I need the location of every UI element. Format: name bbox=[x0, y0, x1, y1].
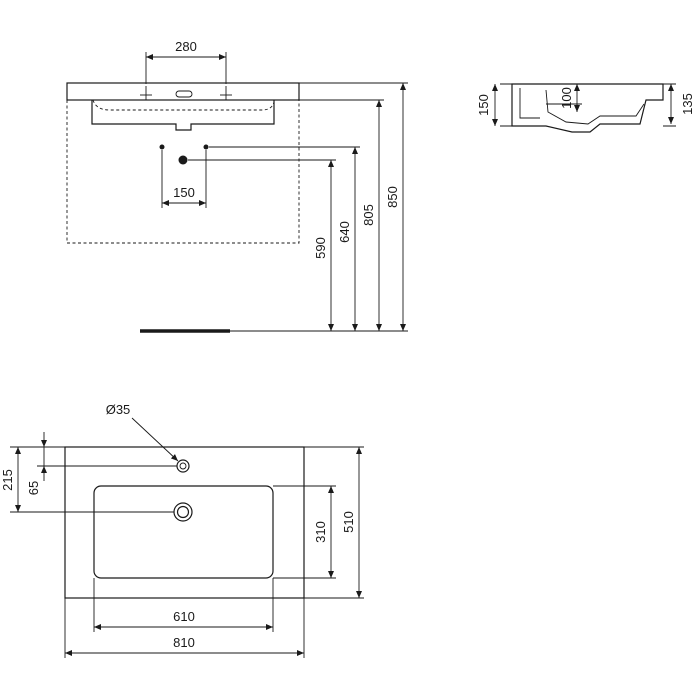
dim-label-805: 805 bbox=[361, 204, 376, 226]
dim-label-310: 310 bbox=[313, 521, 328, 543]
supply-point-right bbox=[203, 144, 209, 150]
front-elevation-view: 280 150 590 640 805 850 bbox=[66, 39, 408, 333]
dim-label-diameter: Ø35 bbox=[106, 402, 131, 417]
side-inner-bowl bbox=[519, 88, 645, 125]
dim-label-850: 850 bbox=[385, 186, 400, 208]
dim-label-65: 65 bbox=[26, 481, 41, 495]
basin-bowl-profile bbox=[91, 100, 275, 131]
dim-leader-diameter bbox=[131, 417, 179, 462]
dim-label-150-front: 150 bbox=[173, 185, 195, 200]
overflow-slot bbox=[175, 90, 193, 98]
tap-hole-plan bbox=[176, 459, 190, 473]
dim-label-215: 215 bbox=[0, 469, 15, 491]
cabinet-outline bbox=[66, 100, 300, 244]
dim-label-510: 510 bbox=[341, 511, 356, 533]
basin-inner-dashed bbox=[92, 99, 275, 111]
dim-label-590: 590 bbox=[313, 237, 328, 259]
plan-view: Ø35 215 65 310 510 610 810 bbox=[0, 402, 364, 658]
basin-plan-outline bbox=[64, 446, 305, 599]
basin-top-slab bbox=[66, 82, 300, 101]
dim-label-810: 810 bbox=[173, 635, 195, 650]
tap-hole-right bbox=[220, 86, 232, 100]
tap-hole-left bbox=[140, 86, 152, 100]
dim-label-280: 280 bbox=[175, 39, 197, 54]
bowl-plan-outline bbox=[93, 485, 274, 579]
waste-plan bbox=[173, 502, 193, 522]
supply-point-left bbox=[159, 144, 165, 150]
dim-label-610: 610 bbox=[173, 609, 195, 624]
side-section-view: 150 100 135 bbox=[476, 83, 695, 133]
waste-point bbox=[178, 155, 188, 165]
dim-label-100-side: 100 bbox=[559, 87, 574, 109]
dim-label-640: 640 bbox=[337, 221, 352, 243]
side-profile-outline bbox=[511, 83, 664, 133]
dim-label-135-side: 135 bbox=[680, 93, 695, 115]
dim-label-150-side: 150 bbox=[476, 94, 491, 116]
